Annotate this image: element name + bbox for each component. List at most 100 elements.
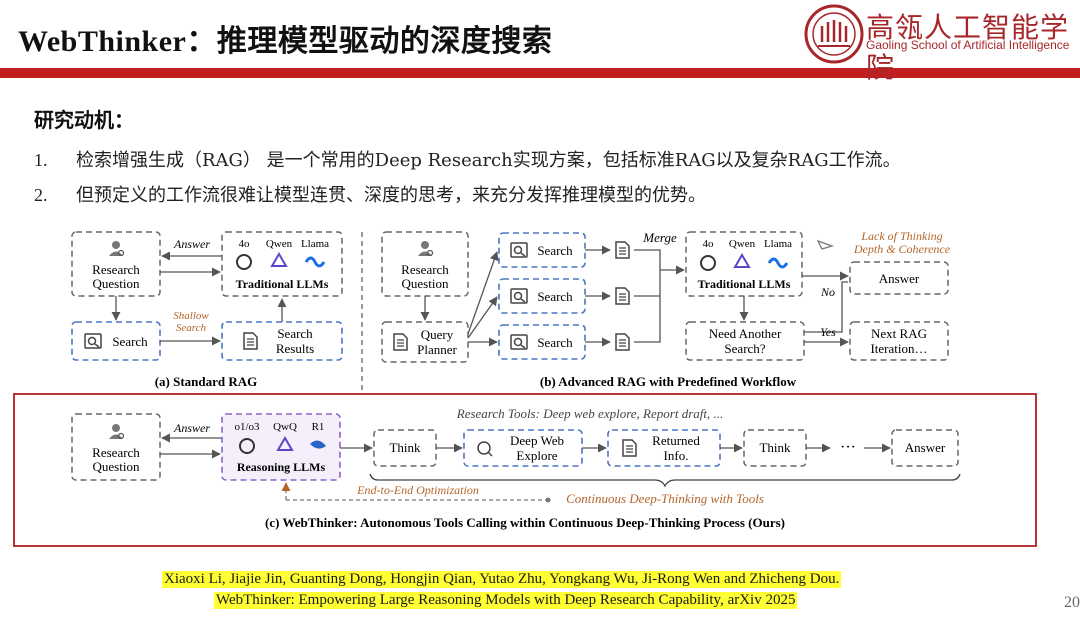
- caption-b: (b) Advanced RAG with Predefined Workflo…: [540, 374, 797, 389]
- school-name-en: Gaoling School of Artificial Intelligenc…: [866, 38, 1070, 52]
- brace: [369, 473, 961, 488]
- panel-b: Research Question Query Planner Search S…: [381, 229, 951, 389]
- caption-c: (c) WebThinker: Autonomous Tools Calling…: [265, 515, 785, 530]
- research-question-box: [71, 231, 161, 297]
- panel-a: Research Question 4o Qwen Llama Traditio…: [71, 231, 343, 389]
- continuous-label: Continuous Deep-Thinking with Tools: [566, 491, 764, 506]
- qwen-icon: [733, 253, 751, 268]
- next-line1: Next RAG: [871, 326, 927, 341]
- lack-label: Depth & Coherence: [853, 242, 951, 256]
- list-number: 1.: [34, 150, 48, 170]
- model-label: 4o: [239, 238, 251, 250]
- model-label: o1/o3: [234, 421, 260, 433]
- results-line2: Results: [276, 341, 314, 356]
- document-icon: [615, 287, 630, 305]
- model-label: Qwen: [266, 238, 293, 250]
- search-label: Search: [537, 335, 573, 350]
- webthinker-frame: [13, 393, 1037, 547]
- llm-label: Reasoning LLMs: [237, 460, 326, 474]
- person-icon: [108, 423, 125, 440]
- model-label: Llama: [764, 238, 792, 250]
- openai-icon: [700, 255, 716, 271]
- explore-line1: Deep Web: [510, 433, 564, 448]
- rq-line2: Question: [93, 276, 140, 291]
- school-name-cn: 高瓴人工智能学院: [866, 11, 1070, 84]
- lack-label: Lack of Thinking: [860, 229, 942, 243]
- openai-icon: [239, 438, 255, 454]
- rq-line1: Research: [92, 262, 140, 277]
- model-label: QwQ: [273, 421, 297, 433]
- answer-box: [849, 261, 949, 295]
- rq-line2: Question: [93, 459, 140, 474]
- results-line1: Search: [277, 326, 313, 341]
- tools-label: Research Tools: Deep web explore, Report…: [456, 406, 723, 421]
- document-icon: [243, 332, 258, 350]
- planner-line2: Planner: [417, 342, 457, 357]
- list-item: 1. 检索增强生成（RAG） 是一个常用的Deep Research实现方案，包括…: [34, 146, 901, 172]
- answer-label: Answer: [879, 271, 920, 286]
- list-item: 2. 但预定义的工作流很难让模型连贯、深度的思考，来充分发挥推理模型的优势。: [34, 181, 706, 207]
- returned-line2: Info.: [664, 448, 689, 463]
- deepseek-icon: [310, 440, 326, 449]
- no-label: No: [820, 285, 835, 299]
- qwen-icon: [270, 252, 288, 267]
- meta-icon: [304, 256, 326, 268]
- shallow-label: Search: [176, 322, 207, 334]
- answer-label: Answer: [905, 440, 946, 455]
- caption-a: (a) Standard RAG: [155, 374, 258, 389]
- explore-line2: Explore: [516, 448, 557, 463]
- model-label: R1: [312, 421, 325, 433]
- llm-label: Traditional LLMs: [698, 277, 791, 291]
- meta-icon: [767, 257, 789, 269]
- list-text: 检索增强生成（RAG） 是一个常用的Deep Research实现方案，包括标准…: [76, 150, 901, 171]
- document-icon: [615, 333, 630, 351]
- edit-icon: [622, 439, 637, 457]
- citation-authors: Xiaoxi Li, Jiajie Jin, Guanting Dong, Ho…: [162, 571, 842, 588]
- search-icon: [84, 333, 102, 349]
- search-box: [498, 324, 586, 360]
- need-line2: Search?: [724, 341, 765, 356]
- next-iteration-box: [849, 321, 949, 361]
- header-divider: [0, 68, 1080, 78]
- school-logo-icon: [804, 4, 864, 64]
- lack-arrow-icon: [816, 239, 835, 250]
- citation-title: WebThinker: Empowering Large Reasoning M…: [214, 592, 798, 609]
- rq-line2: Question: [402, 276, 449, 291]
- planner-line1: Query: [421, 327, 454, 342]
- search-box: [498, 232, 586, 268]
- traditional-llm-box: [221, 231, 343, 297]
- llm-label: Traditional LLMs: [236, 277, 329, 291]
- answer-label: Answer: [173, 237, 210, 251]
- document-icon: [615, 241, 630, 259]
- need-search-box: [685, 321, 805, 361]
- list-number: 2.: [34, 185, 48, 205]
- model-label: 4o: [703, 238, 715, 250]
- need-line1: Need Another: [709, 326, 782, 341]
- search-icon: [510, 288, 528, 304]
- search-label: Search: [537, 243, 573, 258]
- research-question-box: [71, 413, 161, 481]
- rq-line1: Research: [92, 445, 140, 460]
- search-icon: [510, 334, 528, 350]
- reasoning-llm-box: [221, 413, 341, 481]
- search-label: Search: [537, 289, 573, 304]
- openai-icon: [236, 254, 252, 270]
- merge-label: Merge: [642, 230, 677, 245]
- returned-line1: Returned: [652, 433, 700, 448]
- model-label: Qwen: [729, 238, 756, 250]
- search-box: [498, 278, 586, 314]
- answer-back-label: Answer: [173, 421, 210, 435]
- section-heading: 研究动机：: [34, 108, 134, 132]
- rq-line1: Research: [401, 262, 449, 277]
- planner-icon: [393, 333, 408, 351]
- list-text: 但预定义的工作流很难让模型连贯、深度的思考，来充分发挥推理模型的优势。: [76, 185, 706, 206]
- person-icon: [108, 240, 125, 257]
- explore-icon: [477, 441, 491, 455]
- model-label: Llama: [301, 238, 329, 250]
- think-label: Think: [389, 440, 421, 455]
- think-label: Think: [759, 440, 791, 455]
- page-number: 20: [1064, 594, 1080, 611]
- ellipsis: ···: [840, 439, 856, 456]
- next-line2: Iteration…: [870, 341, 927, 356]
